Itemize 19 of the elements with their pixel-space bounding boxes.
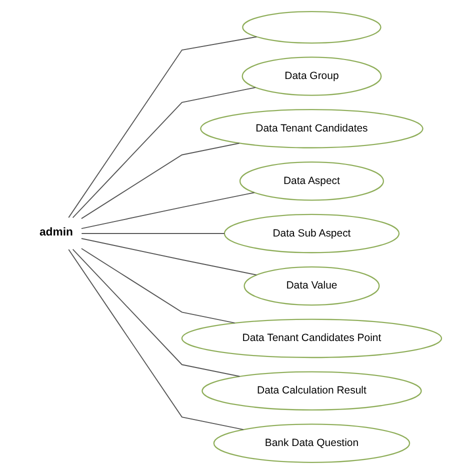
connector bbox=[81, 233, 225, 234]
node-ellipse: Data Sub Aspect bbox=[224, 214, 400, 254]
connector bbox=[68, 249, 244, 430]
node-ellipse: Data Tenant Candidates bbox=[200, 109, 424, 148]
node-ellipse: Bank Data Question bbox=[213, 424, 410, 463]
connector bbox=[81, 192, 255, 230]
connector bbox=[81, 142, 240, 220]
connector bbox=[81, 238, 258, 276]
node-ellipse: Data Value bbox=[244, 266, 380, 306]
connector bbox=[68, 36, 258, 218]
connector bbox=[72, 87, 256, 218]
connector bbox=[72, 248, 240, 377]
node-text: admin bbox=[39, 226, 73, 239]
node-ellipse bbox=[242, 10, 382, 44]
node-ellipse: Data Aspect bbox=[239, 161, 384, 201]
node-ellipse: Data Tenant Candidates Point bbox=[181, 318, 442, 358]
node-ellipse: Data Group bbox=[242, 56, 382, 96]
node-ellipse: Data Calculation Result bbox=[202, 371, 422, 411]
connector bbox=[81, 248, 236, 324]
